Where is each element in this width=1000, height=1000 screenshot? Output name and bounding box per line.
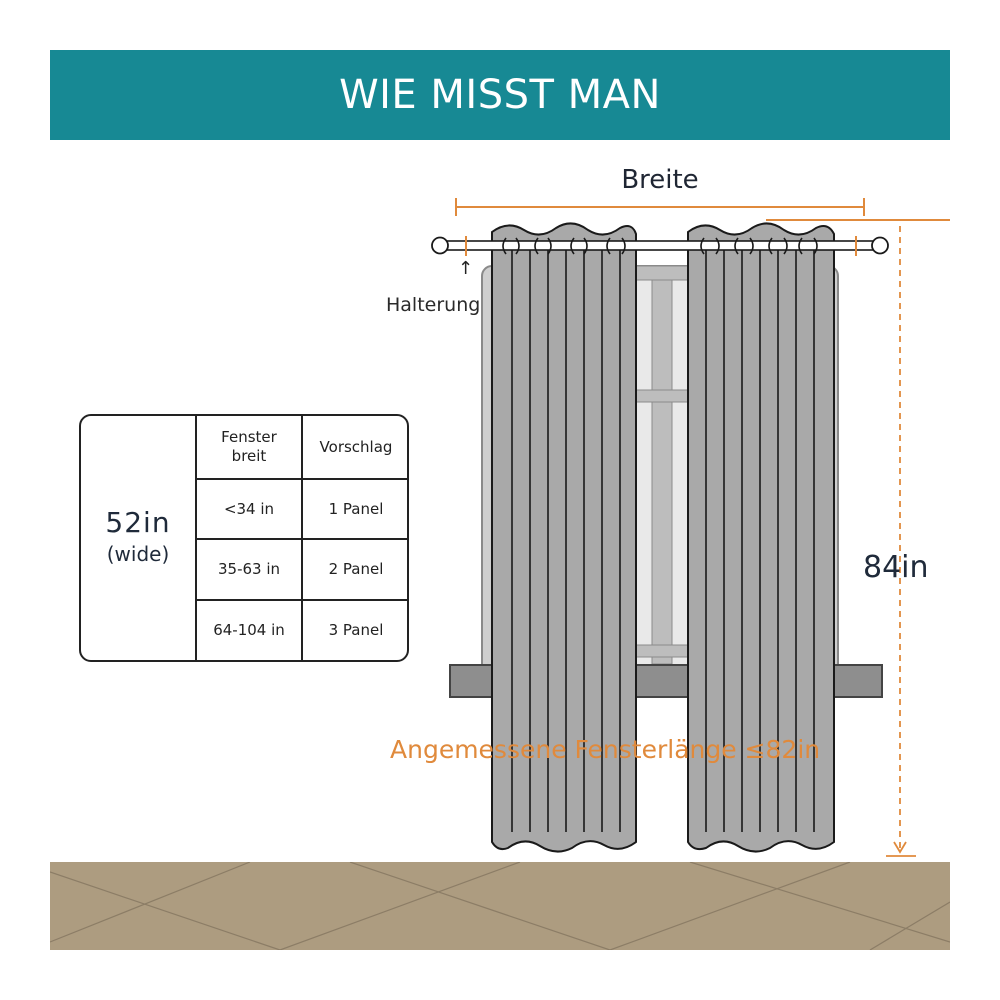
table-cell: 64-104 in: [213, 621, 285, 640]
table-divider: [195, 478, 407, 480]
table-cell: 1 Panel: [328, 499, 384, 518]
window-length-note: Angemessene Fensterlänge ≤82in: [390, 735, 821, 764]
floor: [50, 862, 950, 950]
bracket-label: Halterung: [386, 294, 481, 316]
table-divider: [195, 599, 407, 601]
table-header-window-width: Fenster breit: [197, 416, 301, 478]
height-dimension-line: [886, 226, 916, 857]
page-title: WIE MISST MAN: [339, 72, 661, 118]
table-cell: 2 Panel: [328, 560, 384, 579]
table-cell: 3 Panel: [328, 621, 384, 640]
panel-width-note: (wide): [106, 542, 170, 566]
arrow-up-icon: ↑: [458, 258, 474, 279]
header-line: breit: [231, 447, 267, 465]
size-table: 52in (wide) Fenster breit Vorschlag <34 …: [79, 414, 409, 662]
title-banner: WIE MISST MAN: [50, 50, 950, 140]
height-label: 84in: [863, 550, 929, 585]
panel-width-value: 52in: [105, 506, 171, 539]
curtain-panel-right: [687, 222, 835, 853]
curtain-rod-icon: [431, 236, 889, 256]
width-label: Breite: [621, 165, 699, 195]
table-cell: <34 in: [223, 499, 275, 518]
header-line: Fenster: [221, 428, 277, 447]
table-divider: [195, 538, 407, 540]
table-header-suggestion: Vorschlag: [319, 437, 393, 456]
width-dimension-line: [455, 198, 950, 221]
curtain-panel-left: [491, 222, 637, 853]
table-cell: 35-63 in: [217, 560, 281, 579]
